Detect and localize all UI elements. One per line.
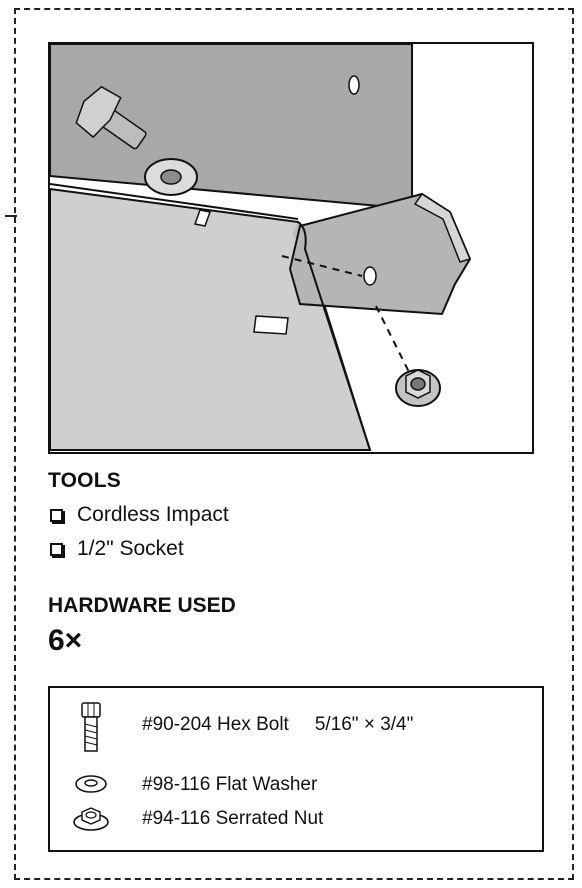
tool-item-cordless-impact: Cordless Impact (50, 503, 229, 527)
hardware-item-nut: #94-116 Serrated Nut (142, 808, 324, 829)
tool-label: 1/2" Socket (77, 537, 184, 560)
hardware-item-washer: #98-116 Flat Washer (142, 774, 318, 795)
hardware-heading: HARDWARE USED (48, 594, 236, 617)
bolt-part-label: #90-204 Hex Bolt (142, 714, 289, 735)
hex-bolt-icon (81, 702, 101, 752)
serrated-nut-icon (73, 807, 109, 831)
checkbox-icon (50, 508, 63, 522)
tool-item-socket: 1/2" Socket (50, 537, 184, 561)
hardware-quantity: 6× (48, 624, 83, 657)
tool-label: Cordless Impact (77, 503, 229, 526)
page-border (14, 8, 574, 880)
crop-mark (5, 215, 17, 217)
tools-heading: TOOLS (48, 469, 121, 492)
hardware-item-bolt: #90-204 Hex Bolt 5/16" × 3/4" (142, 714, 413, 736)
hardware-list: #90-204 Hex Bolt 5/16" × 3/4" #98-116 Fla… (48, 686, 544, 852)
checkbox-icon (50, 542, 63, 556)
flat-washer-icon (75, 775, 107, 793)
bolt-size-label: 5/16" × 3/4" (314, 714, 414, 735)
assembly-illustration (48, 42, 534, 454)
